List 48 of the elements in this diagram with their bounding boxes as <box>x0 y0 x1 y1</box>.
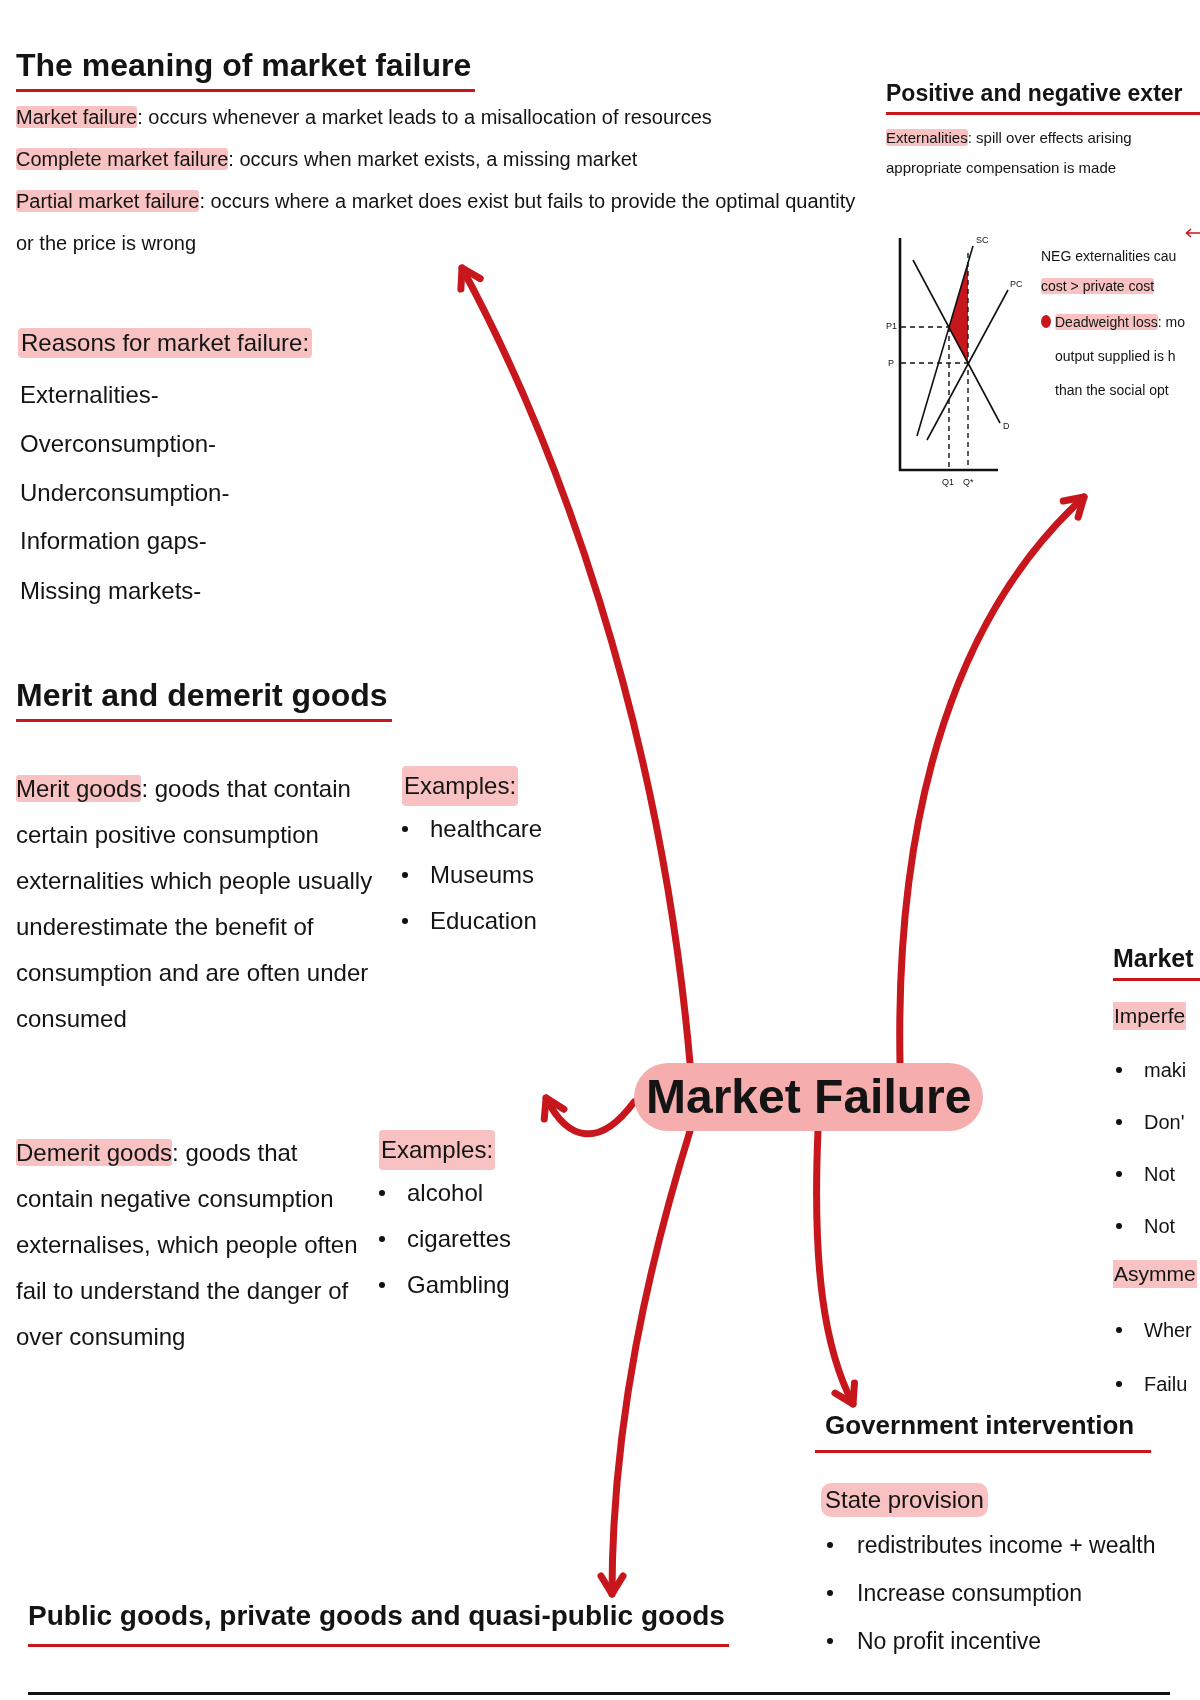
highlighted-heading: State provision <box>821 1483 988 1517</box>
note-text: NEG externalities cau cost > private cost <box>1041 247 1178 296</box>
list-item: Failu <box>1144 1372 1188 1397</box>
list-item: Increase consumption <box>857 1579 1082 1608</box>
curve-label: SC <box>976 235 989 246</box>
axis-label: Q1 <box>942 477 954 488</box>
definition-text: Externalities: spill over effects arising appropriate compensation is made <box>886 128 1133 178</box>
note-text: Deadweight loss: mo output supplied is h than the social opt <box>1055 313 1186 400</box>
list-item: Overconsumption- <box>20 429 217 459</box>
list-item: Missing markets- <box>20 576 202 606</box>
list-item: No profit incentive <box>857 1627 1042 1656</box>
list-item: Don' <box>1144 1110 1185 1135</box>
list-item: Gambling <box>407 1270 510 1300</box>
central-topic: Market Failure <box>634 1063 984 1131</box>
highlighted-heading: Reasons for market failure: <box>18 328 313 358</box>
axis-label: P <box>888 358 894 369</box>
definition-text: Demerit goods: goods that contain negative consumption externalises, which people often fail to understand the danger of over consuming <box>16 1138 359 1352</box>
list-item: Education <box>430 906 537 936</box>
section-heading: Market <box>1113 942 1200 981</box>
list-item: Externalities- <box>20 380 159 410</box>
highlighted-heading: Imperfe <box>1113 1002 1187 1030</box>
definition-text: Complete market failure: occurs when market exists, a missing market <box>16 147 639 172</box>
section-heading: Government intervention <box>815 1408 1151 1453</box>
list-item: Not <box>1144 1214 1176 1239</box>
list-item: healthcare <box>430 814 543 844</box>
definition-text: Market failure: occurs whenever a market leads to a misallocation of resources <box>16 105 713 130</box>
curve-label: PC <box>1010 279 1023 290</box>
highlighted-heading: Examples: <box>379 1130 496 1170</box>
list-item: Museums <box>430 860 535 890</box>
list-item: maki <box>1144 1058 1187 1083</box>
list-item: Information gaps- <box>20 526 207 556</box>
section-heading: The meaning of market failure <box>16 45 476 92</box>
highlighted-heading: Examples: <box>402 766 519 806</box>
list-item: Underconsumption- <box>20 478 230 508</box>
section-heading: Public goods, private goods and quasi-public goods <box>28 1598 729 1647</box>
list-item: redistributes income + wealth <box>857 1531 1156 1560</box>
curve-label: D <box>1003 421 1010 432</box>
list-item: alcohol <box>407 1178 484 1208</box>
axis-label: P1 <box>886 321 897 332</box>
list-item: cigarettes <box>407 1224 512 1254</box>
list-item: Wher <box>1144 1318 1192 1343</box>
axis-label: Q* <box>963 477 974 488</box>
section-heading: Positive and negative exter <box>886 78 1200 115</box>
definition-text: Partial market failure: occurs where a market does exist but fails to provide the optimal quantity or the price is wrong <box>16 189 857 256</box>
list-item: Not <box>1144 1162 1176 1187</box>
definition-text: Merit goods: goods that contain certain positive consumption externalities which people usually underestimate the benefit of consumption and are often under consumed <box>16 774 374 1034</box>
highlighted-heading: Asymme <box>1113 1260 1197 1288</box>
section-heading: Merit and demerit goods <box>16 675 392 722</box>
